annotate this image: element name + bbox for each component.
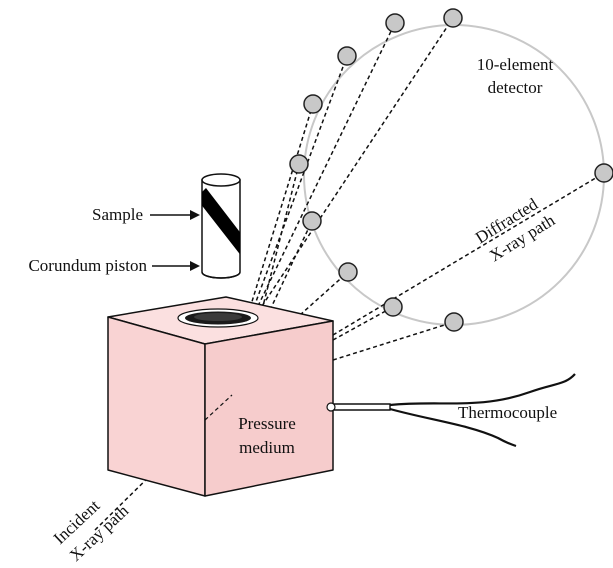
beam-to-element-8 — [332, 306, 394, 341]
detector-element-7 — [338, 262, 358, 282]
cube-right-face — [204, 320, 334, 497]
detector-element-6 — [302, 211, 322, 231]
pressure-cube — [107, 296, 334, 497]
thermocouple — [326, 373, 576, 448]
text-labels: 10-element detector Sample Corundum pist… — [28, 55, 558, 565]
detector-elements — [289, 8, 613, 332]
beam-to-element-10 — [332, 172, 605, 336]
label-detector-line1: 10-element — [477, 55, 554, 74]
sample-band — [202, 188, 240, 262]
beam-to-element-9 — [332, 321, 455, 361]
label-pressure-line1: Pressure — [238, 414, 296, 433]
detector-element-8 — [383, 297, 403, 317]
sample-hole — [177, 308, 259, 328]
beam-to-element-1 — [249, 103, 314, 309]
detector-element-9 — [444, 312, 464, 332]
cube-left-face — [107, 316, 206, 497]
label-corundum-piston: Corundum piston — [28, 256, 147, 275]
label-thermocouple: Thermocouple — [458, 403, 557, 422]
beam-to-element-2 — [253, 55, 348, 308]
diffracted-beams — [249, 17, 605, 361]
beam-to-element-6 — [269, 220, 313, 311]
detector-element-4 — [443, 8, 463, 28]
label-pressure-line2: medium — [239, 438, 295, 457]
detector-element-10 — [594, 163, 613, 183]
beam-to-element-3 — [257, 22, 396, 307]
sample-cylinder — [201, 173, 241, 279]
detector-element-3 — [385, 13, 405, 33]
detector-element-5 — [289, 154, 309, 174]
beam-to-element-7 — [299, 271, 349, 316]
label-sample: Sample — [92, 205, 143, 224]
label-detector-line2: detector — [488, 78, 543, 97]
label-arrows — [150, 210, 200, 271]
incident-beam-in-cube — [204, 394, 233, 421]
detector-element-2 — [337, 46, 357, 66]
detector-element-1 — [303, 94, 323, 114]
